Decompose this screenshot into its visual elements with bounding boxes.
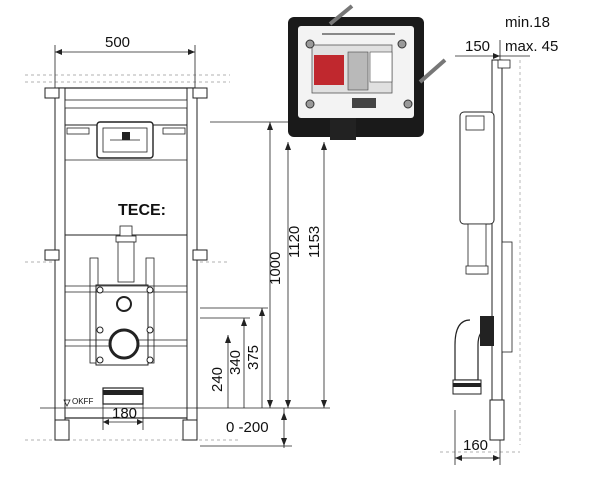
dim-180-label: 180 [112,405,137,422]
threaded-rod-1 [328,4,354,26]
dim-0-200-arrow-bottom [281,438,287,446]
flush-screw-1 [305,39,315,49]
vertical-dimensions: 1000 1120 1153 240 340 375 0 -200 [200,121,327,448]
bracket-top-right [192,87,208,99]
flush-red-valve [314,55,344,85]
side-view: min.18 max. 45 150 [440,14,558,465]
dim-340-label: 340 [227,350,244,375]
dim-1000-arrow [267,122,273,130]
side-support [501,241,513,353]
bracket-top-left [44,87,60,99]
flush-bottom-pipe [330,118,356,140]
dim-375-label: 375 [245,345,262,370]
flush-valve-column [347,51,369,91]
side-cistern-cap [465,115,485,131]
frame-post-left [54,87,66,441]
dim-1120-arrow [285,142,291,150]
pipe-collar-2 [115,235,137,243]
bracket-mid-right [192,249,208,261]
bolt-1 [96,286,104,294]
frame-post-right [186,87,198,441]
threaded-rod-2 [418,58,447,84]
flush-screw-2 [397,39,407,49]
dim-0-200-arrow-top [281,412,287,420]
dim-180-arrow-right [137,419,143,425]
okff-label: OKFF [72,397,93,406]
dim-1000-label: 1000 [267,252,284,285]
bolt-4 [146,326,154,334]
flush-pipe [117,241,135,283]
dim-340-arrow [241,318,247,326]
dim-375-arrow [259,308,265,316]
side-base [489,399,505,441]
side-pipe-joint [465,265,489,275]
dim-0-200-label: 0 -200 [226,419,269,436]
flush-screw-3 [305,99,315,109]
dim-150-label: 150 [465,38,490,55]
dim-1120-label: 1120 [286,226,303,258]
front-view: 500 TECE: [25,34,330,441]
dim-500-arrow-right [188,49,195,55]
side-trap-collar [480,316,494,346]
dim-160-arrow-left [455,455,462,461]
foot-right [182,419,198,441]
flush-screw-4 [403,99,413,109]
flush-bottom-fitting [352,98,376,108]
max-depth-label: max. 45 [505,38,558,55]
dim-1000-arrow-bottom [267,400,273,408]
cistern-clip-right [162,127,186,135]
flush-lever-housing [369,51,393,83]
bracket-mid-left [44,249,60,261]
dim-160-label: 160 [463,437,488,454]
dim-500-arrow-left [55,49,62,55]
dim-500-label: 500 [105,34,130,51]
dim-180-arrow-left [103,419,109,425]
dim-160-arrow-right [493,455,500,461]
foot-left [54,419,70,441]
bolt-5 [96,356,104,364]
pipe-collar [119,225,133,237]
dim-1120-arrow-bottom [285,400,291,408]
inlet-circle [116,296,132,312]
crossbar-top [64,99,188,109]
flush-box-illustration [288,4,447,140]
drain-circle [108,328,140,360]
bolt-2 [146,286,154,294]
okff-marker [63,399,71,407]
dim-1153-arrow-bottom [321,400,327,408]
dim-1153-arrow [321,142,327,150]
cistern-clip-left [66,127,90,135]
bolt-3 [96,326,104,334]
flush-mech-block [122,132,130,140]
side-drain-band [453,383,481,387]
brand-logo-text: TECE: [118,202,166,219]
dim-240-arrow [225,335,231,343]
drain-connector-band [103,390,143,395]
dim-240-label: 240 [209,367,226,392]
dim-150-arrow [493,53,500,59]
dim-1153-label: 1153 [306,226,323,258]
min-depth-label: min.18 [505,14,550,31]
bolt-6 [146,356,154,364]
side-top-bracket [497,59,511,69]
